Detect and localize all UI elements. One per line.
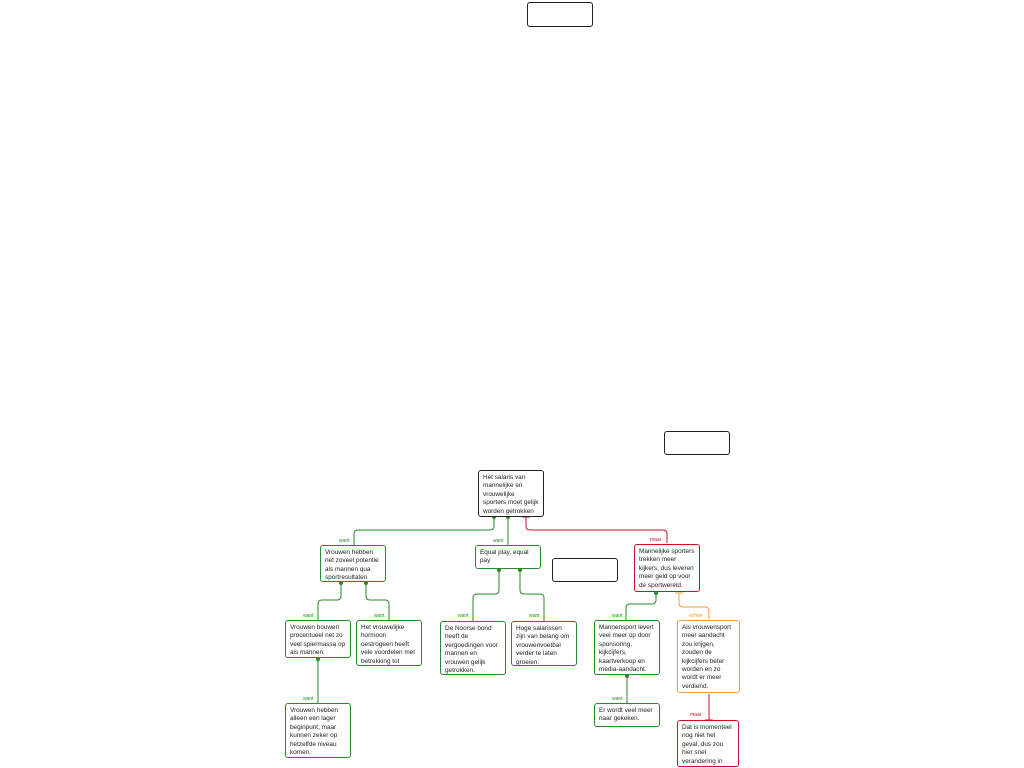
argument-node-salarissen[interactable]: Hoge salarissen zijn van belang om vrouw… (511, 621, 577, 666)
label-want-n5: want (374, 613, 385, 619)
empty-node-top[interactable] (527, 2, 593, 27)
link-n1-n0 (353, 516, 495, 545)
argument-node-gekeken[interactable]: Er wordt veel meer naar gekeken. (594, 703, 660, 727)
argument-node-equal-pay[interactable]: Equal play, equal pay (475, 545, 541, 569)
argument-node-noorse-bond[interactable]: De Noorse bond heeft de vergoedingen voo… (440, 621, 506, 675)
link-n7-n2 (519, 569, 545, 621)
label-want-n8: want (612, 613, 623, 619)
label-want-n7: want (529, 613, 540, 619)
link-n5-n1 (365, 582, 390, 620)
label-want-n1: want (339, 538, 350, 544)
label-want-n2: want (493, 538, 504, 544)
label-maar-n12: maar (690, 712, 702, 718)
argument-node-beginpunt[interactable]: Vrouwen hebben alleen een lager beginpun… (285, 703, 351, 758)
link-n9-n3 (678, 593, 710, 619)
link-n6-n2 (472, 569, 500, 621)
argument-node-oestrogeen[interactable]: Het vrouwelijke hormoon oestrogeen heeft… (356, 620, 422, 666)
argument-node-sponsoring[interactable]: Mannensport levert veel meer op door spo… (594, 620, 660, 675)
argument-node-spiermassa[interactable]: Vrouwen bouwen procentueel net zo veel s… (285, 620, 351, 658)
label-maar-n3: maar (650, 537, 662, 543)
link-n4-n1 (317, 582, 342, 620)
label-want-n6: want (458, 613, 469, 619)
empty-node-middle[interactable] (552, 558, 618, 582)
objection-node-kijkers[interactable]: Mannelijke sporters trekken meer kijkers… (634, 544, 700, 592)
label-want-n11: want (612, 696, 623, 702)
label-echter-n9: echter (689, 613, 703, 619)
label-want-n4: want (303, 613, 314, 619)
label-want-n10: want (303, 696, 314, 702)
main-claim-node[interactable]: Het salaris van mannelijke en vrouwelijk… (478, 470, 544, 517)
link-n3-n0 (525, 517, 668, 543)
empty-node-right[interactable] (664, 431, 730, 455)
link-n8-n3 (625, 592, 657, 620)
argument-node-potentie[interactable]: Vrouwen hebben net zoveel potentie als m… (320, 545, 386, 582)
objection-node-momenteel[interactable]: Dat is momenteel nog niet het geval, dus… (677, 720, 739, 767)
rebuttal-node-aandacht[interactable]: Als vrouwensport meer aandacht zou krijg… (677, 620, 740, 693)
